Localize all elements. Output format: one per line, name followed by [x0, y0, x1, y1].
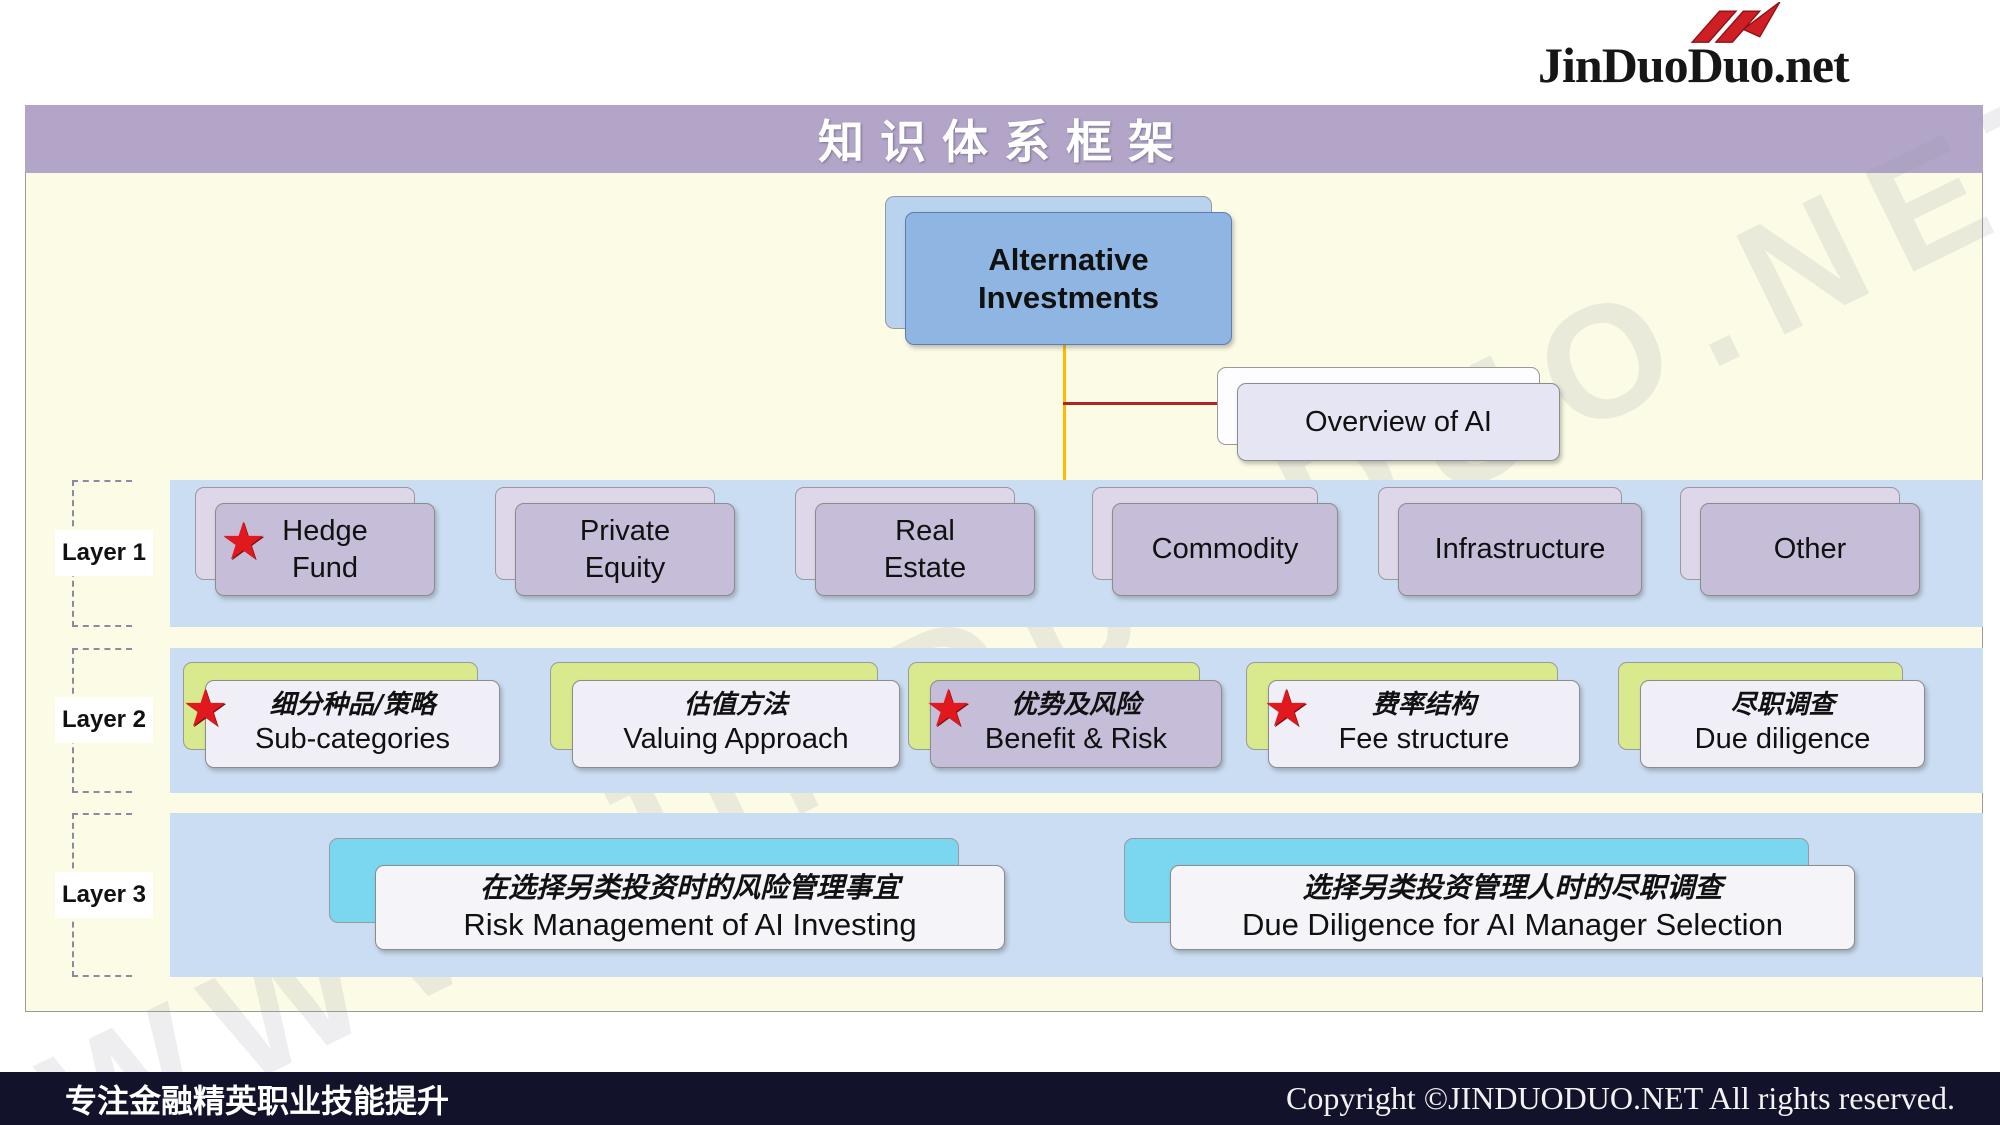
- layer3-node-risk-management: 在选择另类投资时的风险管理事宜 Risk Management of AI In…: [329, 838, 1005, 950]
- logo: JinDuoDuo.net: [1538, 2, 1978, 90]
- star-icon: ★: [182, 680, 229, 738]
- node-box: ★ 优势及风险 Benefit & Risk: [925, 680, 1222, 768]
- node-label-en: Due diligence: [1694, 723, 1871, 756]
- node-label: Overview of AI: [1305, 405, 1492, 438]
- star-icon: ★: [925, 680, 972, 738]
- footer-copyright: Copyright ©JINDUODUO.NET All rights rese…: [1286, 1080, 1955, 1116]
- node-box: Real Estate: [815, 503, 1035, 596]
- node-label: Alternative Investments: [978, 242, 1159, 315]
- node-label: Other: [1773, 533, 1847, 566]
- node-label-zh: 尽职调查: [1730, 690, 1835, 721]
- node-label-en: Sub-categories: [254, 723, 451, 756]
- layer3-node-due-diligence-manager: 选择另类投资管理人时的尽职调查 Due Diligence for AI Man…: [1124, 838, 1855, 950]
- node-overview-of-ai: Overview of AI: [1217, 367, 1560, 461]
- node-box: Private Equity: [515, 503, 735, 596]
- footer-slogan: 专注金融精英职业技能提升: [65, 1082, 450, 1119]
- node-label-zh: 估值方法: [683, 690, 788, 721]
- node-label-en: Valuing Approach: [623, 723, 849, 756]
- connector-root-to-layer1: [1063, 345, 1066, 480]
- node-label: Hedge Fund: [282, 515, 368, 584]
- node-box: Infrastructure: [1398, 503, 1642, 596]
- node-label: Commodity: [1151, 533, 1299, 566]
- layer1-label: Layer 1: [55, 530, 153, 576]
- connector-root-to-overview: [1063, 402, 1237, 405]
- layer2-node-benefit-risk: ★ 优势及风险 Benefit & Risk: [908, 662, 1222, 768]
- node-label-zh: 优势及风险: [1010, 690, 1141, 721]
- node-label-en: Risk Management of AI Investing: [463, 907, 917, 943]
- layer1-node-private-equity: Private Equity: [495, 487, 735, 596]
- layer1-node-real-estate: Real Estate: [795, 487, 1035, 596]
- layer2-node-due-diligence: 尽职调查 Due diligence: [1618, 662, 1925, 768]
- page-title: 知识体系框架: [818, 115, 1190, 169]
- logo-arrow-icon: [1690, 2, 1781, 43]
- layer2-node-sub-categories: ★ 细分种品/策略 Sub-categories: [182, 662, 500, 768]
- node-label-zh: 费率结构: [1371, 690, 1476, 721]
- layer1-node-hedge-fund: ★ Hedge Fund: [195, 487, 435, 596]
- layer1-node-other: Other: [1680, 487, 1920, 596]
- node-label-zh: 选择另类投资管理人时的尽职调查: [1302, 870, 1723, 904]
- node-box: 估值方法 Valuing Approach: [572, 680, 900, 768]
- node-label: Real Estate: [883, 515, 967, 584]
- node-box: 选择另类投资管理人时的尽职调查 Due Diligence for AI Man…: [1170, 865, 1855, 950]
- logo-text: JinDuoDuo.net: [1538, 37, 1850, 93]
- title-band: 知识体系框架: [25, 105, 1983, 173]
- layer1-node-infrastructure: Infrastructure: [1378, 487, 1642, 596]
- node-label-en: Fee structure: [1338, 723, 1510, 756]
- layer2-node-valuing-approach: 估值方法 Valuing Approach: [550, 662, 900, 768]
- node-box: Other: [1700, 503, 1920, 596]
- node-box: Alternative Investments: [905, 212, 1232, 345]
- node-label: Infrastructure: [1434, 533, 1606, 566]
- node-label-zh: 在选择另类投资时的风险管理事宜: [479, 870, 900, 904]
- node-box: Overview of AI: [1237, 383, 1560, 461]
- star-icon: ★: [1263, 680, 1310, 738]
- node-box: 在选择另类投资时的风险管理事宜 Risk Management of AI In…: [375, 865, 1005, 950]
- node-label-zh: 细分种品/策略: [269, 690, 436, 721]
- footer: 专注金融精英职业技能提升 Copyright ©JINDUODUO.NET Al…: [0, 1072, 2000, 1125]
- node-box: ★ 费率结构 Fee structure: [1263, 680, 1580, 768]
- layer1-node-commodity: Commodity: [1092, 487, 1338, 596]
- layer3-label: Layer 3: [55, 872, 153, 918]
- node-box: Commodity: [1112, 503, 1338, 596]
- node-box: 尽职调查 Due diligence: [1640, 680, 1925, 768]
- node-label-en: Due Diligence for AI Manager Selection: [1241, 907, 1784, 943]
- layer2-node-fee-structure: ★ 费率结构 Fee structure: [1246, 662, 1580, 768]
- node-label: Private Equity: [579, 515, 671, 584]
- node-label-en: Benefit & Risk: [984, 723, 1168, 756]
- node-alternative-investments: Alternative Investments: [885, 196, 1232, 345]
- node-box: ★ Hedge Fund: [215, 503, 435, 596]
- node-box: ★ 细分种品/策略 Sub-categories: [182, 680, 500, 768]
- layer2-label: Layer 2: [55, 697, 153, 743]
